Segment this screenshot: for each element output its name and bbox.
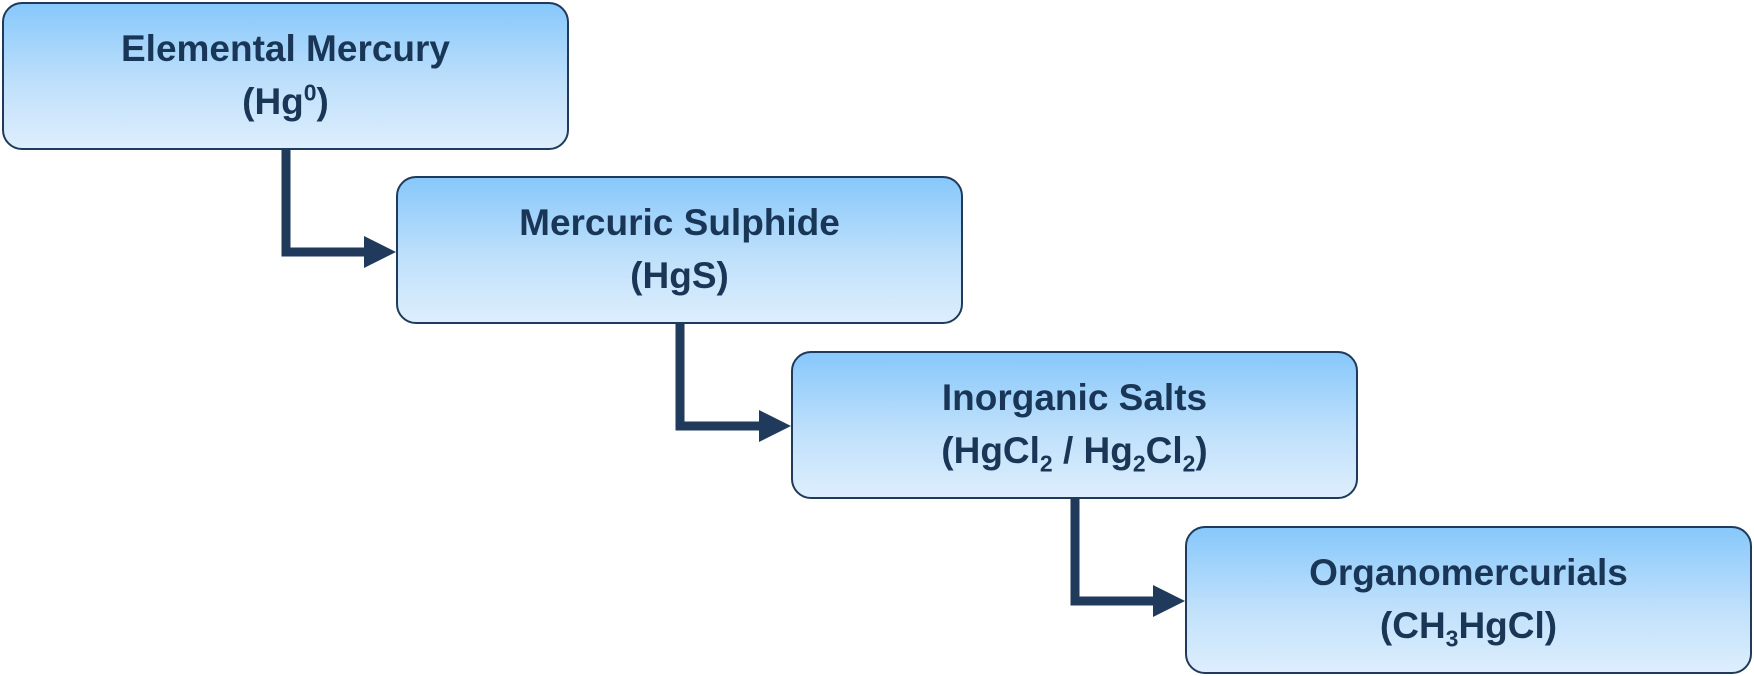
- arrow-sulphide-to-salts: [675, 324, 791, 442]
- elemental-mercury-box: Elemental Mercury (Hg0): [2, 2, 569, 150]
- organomercurials-title: Organomercurials: [1309, 552, 1628, 594]
- organomercurials-box: Organomercurials (CH3HgCl): [1185, 526, 1752, 674]
- inorganic-salts-box: Inorganic Salts (HgCl2 / Hg2Cl2): [791, 351, 1358, 499]
- inorganic-salts-formula: (HgCl2 / Hg2Cl2): [941, 430, 1208, 477]
- arrow-salts-to-organomercurials: [1070, 499, 1185, 617]
- elemental-mercury-title: Elemental Mercury: [120, 28, 451, 70]
- organomercurials-formula: (CH3HgCl): [1379, 605, 1558, 652]
- inorganic-salts-title: Inorganic Salts: [941, 377, 1208, 419]
- mercuric-sulphide-title: Mercuric Sulphide: [519, 202, 840, 244]
- mercuric-sulphide-box: Mercuric Sulphide (HgS): [396, 176, 963, 324]
- mercuric-sulphide-formula: (HgS): [630, 255, 729, 296]
- elemental-mercury-formula: (Hg0): [242, 79, 329, 122]
- arrow-elemental-to-sulphide: [281, 150, 396, 268]
